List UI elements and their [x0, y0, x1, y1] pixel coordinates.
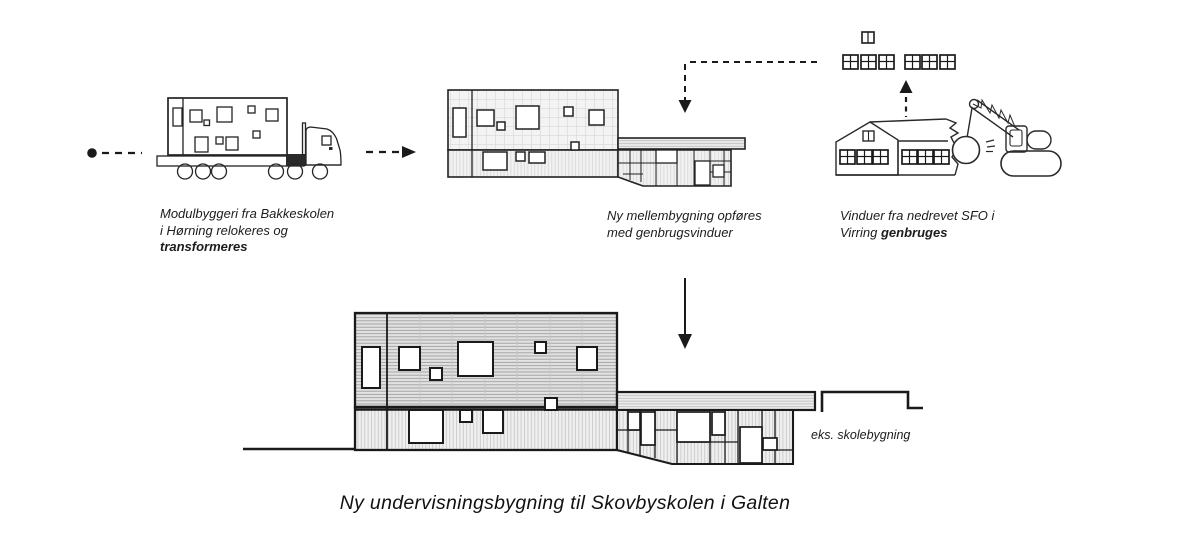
flow-arrow-right [366, 146, 416, 158]
path-start-dot [87, 148, 97, 158]
caption-window-reuse: Vinduer fra nedrevet SFO i Virring genbr… [840, 208, 994, 241]
demolition-crane-icon [951, 98, 1062, 177]
caption-line: Vinduer fra nedrevet SFO i [840, 208, 995, 223]
caption-link-building: Ny mellembygning opføres med genbrugsvin… [607, 208, 762, 241]
assembly-down-arrow [678, 278, 692, 349]
window-flow-path [678, 61, 817, 113]
caption-line: transformeres [160, 239, 248, 254]
impact-lines [985, 139, 996, 153]
caption-line: Virring genbruges [840, 224, 948, 240]
main-building-elevation [243, 311, 923, 466]
caption-transport: Modulbyggeri fra Bakkeskolen i Hørning r… [160, 206, 334, 256]
diagram-title: Ny undervisningsbygning til Skovbyskolen… [339, 492, 791, 514]
module-building [167, 97, 288, 156]
caption-line: i Hørning relokeres og [160, 222, 288, 238]
link-building-elevation [447, 89, 746, 187]
wrecking-ball [951, 135, 981, 165]
transport-flow-start [87, 148, 142, 158]
existing-building-outline [820, 390, 923, 412]
salvaged-windows-icon [842, 31, 956, 70]
caption-line: Modulbyggeri fra Bakkeskolen [160, 206, 335, 221]
caption-line: Ny mellembygning opføres [607, 208, 762, 223]
truck-with-module-icon [156, 97, 342, 180]
down-arrowhead [678, 100, 692, 113]
windows-up-arrow [899, 80, 913, 117]
demolished-house-icon [835, 118, 960, 176]
existing-building-label: eks. skolebygning [811, 428, 911, 442]
caption-line: med genbrugsvinduer [607, 224, 733, 240]
